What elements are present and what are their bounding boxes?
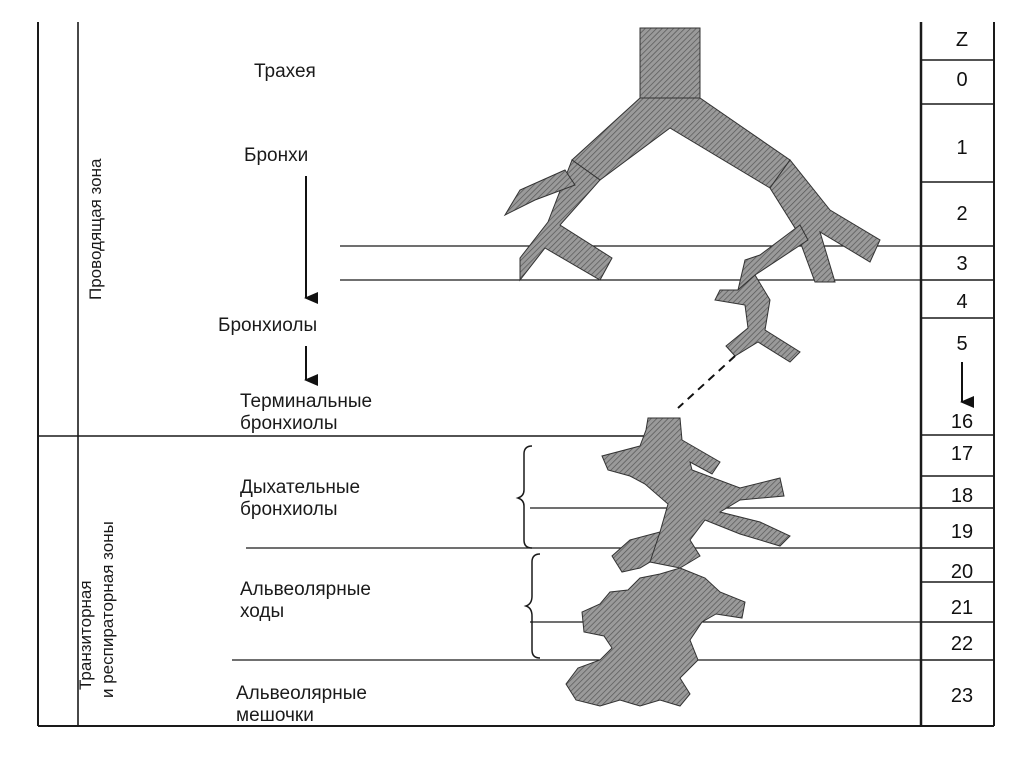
generation-number: 20 <box>950 561 974 583</box>
zone-label-transitional-line2: и респираторная зоны <box>98 521 117 698</box>
label-respiratory-line1: Дыхательные <box>240 477 361 498</box>
generation-number: 19 <box>950 521 974 543</box>
label-bronchioles: Бронхиолы <box>218 315 318 336</box>
label-respiratory-line2: бронхиолы <box>240 499 338 520</box>
generation-separators <box>921 59 994 661</box>
flow-arrows <box>304 176 974 408</box>
frame-lines <box>37 22 995 727</box>
label-alveolar-ducts-line2: ходы <box>240 601 285 622</box>
label-bronchi: Бронхи <box>244 145 309 166</box>
alveolar-tree <box>565 567 746 707</box>
label-alveolar-ducts-line1: Альвеолярные <box>240 579 371 600</box>
dashed-connector <box>677 355 736 409</box>
generation-number: 2 <box>956 203 968 225</box>
generation-number: 17 <box>950 443 974 465</box>
label-alveolar-sacs-line2: мешочки <box>236 705 314 726</box>
label-terminal-line2: бронхиолы <box>240 413 338 434</box>
airway-tree <box>503 27 881 363</box>
generation-number: 16 <box>950 411 974 433</box>
generation-number: 18 <box>950 485 974 507</box>
braces <box>515 445 541 659</box>
generation-number: 23 <box>950 685 974 707</box>
label-terminal-line1: Терминальные <box>240 391 373 412</box>
zone-label-conducting: Проводящая зона <box>86 158 105 300</box>
label-alveolar-sacs-line1: Альвеолярные <box>236 683 367 704</box>
generation-number: 22 <box>950 633 974 655</box>
generation-number: 3 <box>956 253 968 275</box>
label-trachea: Трахея <box>254 61 316 82</box>
generation-number: 4 <box>956 291 968 313</box>
generation-number: Z <box>955 29 969 51</box>
zone-label-transitional-line1: Транзиторная <box>76 580 95 690</box>
generation-number: 5 <box>956 333 968 355</box>
generation-number: 21 <box>950 597 974 619</box>
generation-number: 1 <box>956 137 968 159</box>
generation-number: 0 <box>956 69 968 91</box>
respiratory-tree <box>601 417 791 573</box>
